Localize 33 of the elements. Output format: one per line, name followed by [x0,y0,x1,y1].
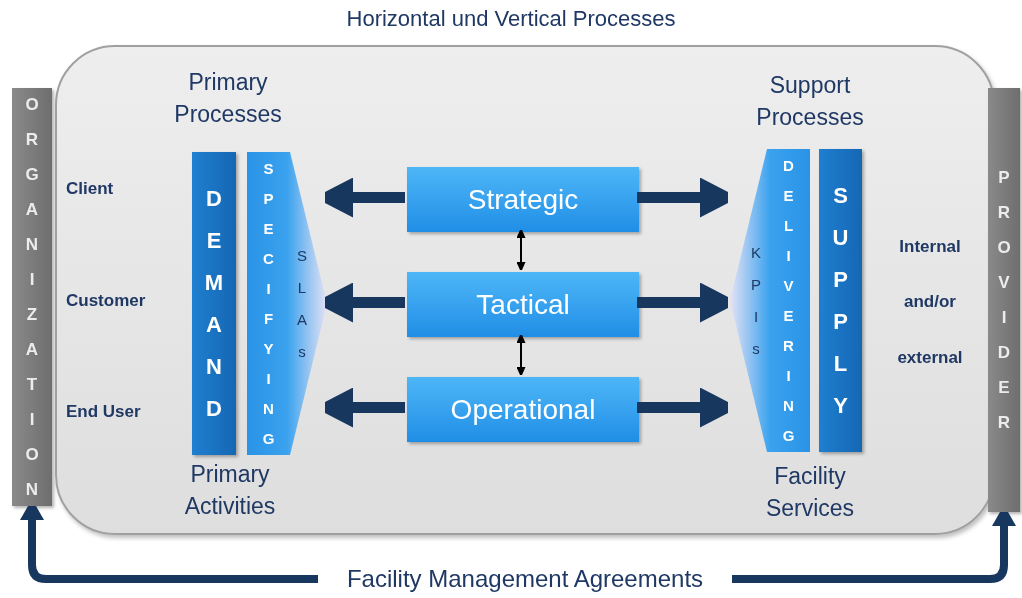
text-label: Customer [66,290,147,312]
side-bar [12,88,52,506]
text-label: Primary Activities [183,460,277,521]
side-bar [988,88,1020,512]
text-label: Client [66,178,115,200]
frame-background [55,45,995,535]
box-label: Tactical [476,287,570,322]
text-label: End User [66,401,142,423]
agreements-label: Facility Management Agreements [346,564,704,594]
box-label: Operational [450,392,596,427]
vertical-label: SPECIFYING [262,158,275,449]
level-box [407,167,639,232]
vertical-label: ORGANIZATION [24,94,40,501]
text-label: Primary Processes [173,68,283,129]
chevron-shape [247,152,327,455]
level-box [407,377,639,442]
column-bar [192,152,236,455]
text-label: Internal [898,236,962,258]
vertical-label: KPIs [750,242,762,359]
chevron-shape [730,149,810,452]
text-label: external [896,347,964,369]
vertical-label: SUPPLY [831,181,850,420]
text-label: and/or [903,291,957,313]
vertical-label: DELIVERING [782,155,795,446]
level-box [407,272,639,337]
column-bar [819,149,862,452]
diagram-title: Horizontal und Vertical Processes [345,5,677,33]
vertical-label: PROVIDER [996,167,1012,434]
text-label: Support Processes [755,71,865,132]
vertical-label: DEMAND [204,184,224,423]
text-label: Facility Services [764,462,856,523]
vertical-label: SLAs [296,245,308,362]
box-label: Strategic [467,182,579,217]
